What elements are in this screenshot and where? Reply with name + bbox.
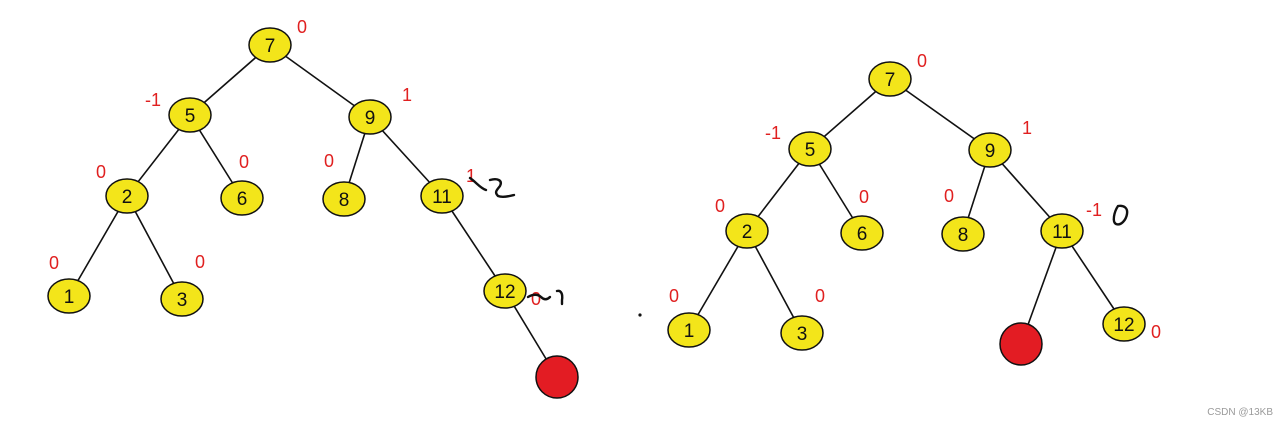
node-label: 5 — [805, 140, 816, 161]
balance-factor-2: 0 — [96, 162, 106, 182]
tree-node-8: 8 — [322, 181, 366, 217]
tree-node-6: 6 — [220, 180, 264, 216]
node-label: 3 — [177, 290, 188, 311]
node-label: 12 — [494, 282, 515, 303]
scribble-mark-12 — [526, 289, 564, 306]
node-circle — [868, 61, 912, 97]
node-circle — [968, 132, 1012, 168]
scribble-mark-11 — [468, 176, 516, 199]
node-label: 12 — [1113, 315, 1134, 336]
tree-node-6: 6 — [840, 215, 884, 251]
node-label: 3 — [797, 324, 808, 345]
node-label: 7 — [885, 70, 896, 91]
node-label: 7 — [265, 36, 276, 57]
tree-node-12: 12 — [1102, 306, 1146, 342]
node-label: 11 — [432, 187, 452, 208]
node-circle — [322, 181, 366, 217]
tree-node-1: 1 — [667, 312, 711, 348]
edge-2-3 — [746, 230, 803, 334]
node-label: 9 — [985, 141, 996, 162]
tree-node-11: 11 — [1040, 213, 1084, 249]
balance-factor-1: 0 — [669, 286, 679, 306]
inserted-node-circle — [999, 322, 1043, 366]
balance-factor-7: 0 — [917, 51, 927, 71]
node-circle — [220, 180, 264, 216]
balance-factor-9: 1 — [402, 85, 412, 105]
node-circle — [780, 315, 824, 351]
balance-factor-11: 1 — [466, 166, 476, 186]
scribble-mark-11-right — [1112, 204, 1129, 226]
node-circle — [667, 312, 711, 348]
tree-node-11: 11 — [420, 178, 464, 214]
inserted-node — [999, 322, 1043, 366]
tree-node-5: 5 — [788, 131, 832, 167]
tree-node-12: 12 — [483, 273, 527, 309]
node-circle — [248, 27, 292, 63]
node-label: 2 — [742, 222, 753, 243]
balance-factor-8: 0 — [324, 151, 334, 171]
node-label: 6 — [857, 224, 868, 245]
tree-node-7: 7 — [868, 61, 912, 97]
balance-factor-5: -1 — [765, 123, 781, 143]
node-circle — [840, 215, 884, 251]
node-label: 6 — [237, 189, 248, 210]
balance-factor-7: 0 — [297, 17, 307, 37]
node-circle — [47, 278, 91, 314]
balance-factor-1: 0 — [49, 253, 59, 273]
tree-node-1: 1 — [47, 278, 91, 314]
node-circle — [483, 273, 527, 309]
balance-factor-2: 0 — [715, 196, 725, 216]
balance-factor-12: 0 — [1151, 322, 1161, 342]
edge-2-1 — [688, 230, 748, 331]
node-circle — [420, 178, 464, 214]
edge-11-12 — [441, 195, 506, 292]
edge-2-3 — [126, 195, 183, 300]
tree-node-8: 8 — [941, 216, 985, 252]
tree-node-9: 9 — [348, 99, 392, 135]
node-label: 11 — [1052, 222, 1072, 243]
tree-node-9: 9 — [968, 132, 1012, 168]
node-circle — [788, 131, 832, 167]
balance-factor-5: -1 — [145, 90, 161, 110]
node-circle — [348, 99, 392, 135]
node-label: 1 — [684, 321, 695, 342]
tree-node-2: 2 — [105, 178, 149, 214]
watermark: CSDN @13KB — [1207, 407, 1273, 418]
balance-factor-6: 0 — [239, 152, 249, 172]
node-label: 1 — [64, 287, 75, 308]
node-circle — [1102, 306, 1146, 342]
node-label: 5 — [185, 106, 196, 127]
node-label: 9 — [365, 108, 376, 129]
tree-node-2: 2 — [725, 213, 769, 249]
node-circle — [105, 178, 149, 214]
node-label: 8 — [958, 225, 969, 246]
node-circle — [1040, 213, 1084, 249]
edge-7-9 — [889, 78, 991, 151]
tree-node-3: 3 — [160, 281, 204, 317]
stray-dot — [638, 313, 642, 317]
balance-factor-9: 1 — [1022, 118, 1032, 138]
edge-2-1 — [68, 195, 128, 297]
balance-factor-3: 0 — [815, 286, 825, 306]
tree-node-3: 3 — [780, 315, 824, 351]
edge-7-9 — [269, 44, 371, 118]
balance-factor-12: 0 — [531, 289, 541, 309]
node-circle — [160, 281, 204, 317]
balance-factor-6: 0 — [859, 187, 869, 207]
balance-factor-3: 0 — [195, 252, 205, 272]
tree-node-7: 7 — [248, 27, 292, 63]
tree-node-5: 5 — [168, 97, 212, 133]
inserted-node — [535, 355, 579, 399]
balance-factor-11: -1 — [1086, 200, 1102, 220]
inserted-node-circle — [535, 355, 579, 399]
node-circle — [168, 97, 212, 133]
node-circle — [941, 216, 985, 252]
node-label: 8 — [339, 190, 350, 211]
node-label: 2 — [122, 187, 133, 208]
balance-factor-8: 0 — [944, 186, 954, 206]
node-circle — [725, 213, 769, 249]
